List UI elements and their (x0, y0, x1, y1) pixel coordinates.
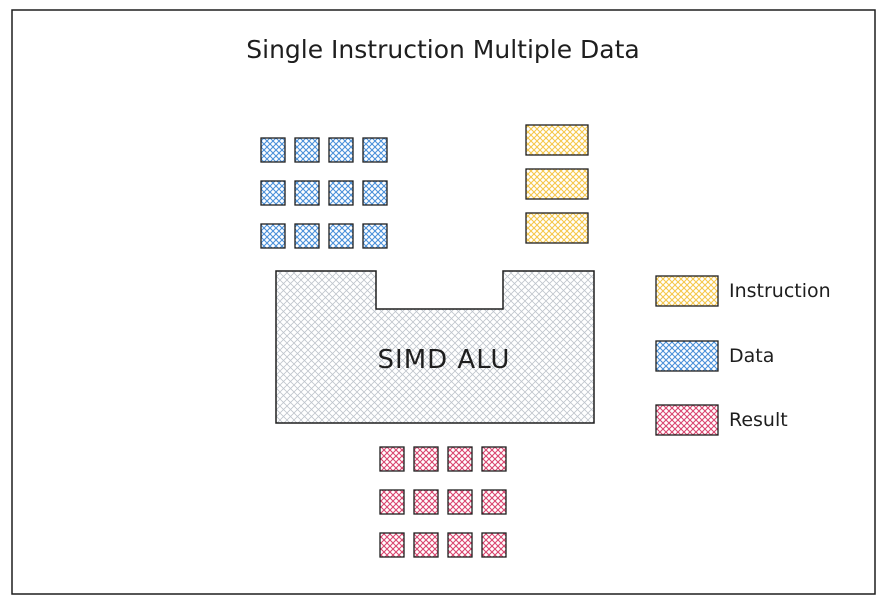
simd-alu-shape (275, 270, 595, 424)
diagram-title: Single Instruction Multiple Data (246, 35, 640, 64)
result-block-r2-c4 (481, 489, 507, 515)
legend-swatch-instruction (655, 275, 719, 307)
data-block-r2-c2 (294, 180, 320, 206)
result-block-r2-c3 (447, 489, 473, 515)
result-block-r3-c3 (447, 532, 473, 558)
data-block-r2-c3 (328, 180, 354, 206)
result-block-r1-c2 (413, 446, 439, 472)
data-grid (260, 137, 388, 249)
simd-alu-block: SIMD ALU (275, 270, 595, 424)
result-block-r2-c1 (379, 489, 405, 515)
data-block-r1-c3 (328, 137, 354, 163)
result-block-r3-c4 (481, 532, 507, 558)
data-block-r1-c4 (362, 137, 388, 163)
data-block-r3-c2 (294, 223, 320, 249)
data-block-r2-c4 (362, 180, 388, 206)
legend-item-instruction: Instruction (655, 275, 831, 307)
diagram-frame (11, 9, 876, 595)
result-block-r2-c2 (413, 489, 439, 515)
instruction-stack (525, 124, 589, 244)
data-block-r3-c1 (260, 223, 286, 249)
instruction-block-1 (525, 124, 589, 156)
legend-swatch-data (655, 340, 719, 372)
data-block-r2-c1 (260, 180, 286, 206)
legend-label-data: Data (729, 345, 774, 367)
data-block-r3-c3 (328, 223, 354, 249)
legend: Instruction Data Result (655, 275, 831, 436)
result-block-r3-c2 (413, 532, 439, 558)
result-block-r1-c1 (379, 446, 405, 472)
data-block-r1-c1 (260, 137, 286, 163)
legend-label-result: Result (729, 409, 788, 431)
data-block-r1-c2 (294, 137, 320, 163)
legend-item-data: Data (655, 340, 774, 372)
legend-item-result: Result (655, 404, 788, 436)
data-block-r3-c4 (362, 223, 388, 249)
instruction-block-3 (525, 212, 589, 244)
result-block-r1-c3 (447, 446, 473, 472)
legend-label-instruction: Instruction (729, 280, 831, 302)
result-block-r3-c1 (379, 532, 405, 558)
result-block-r1-c4 (481, 446, 507, 472)
instruction-block-2 (525, 168, 589, 200)
result-grid (379, 446, 507, 558)
legend-swatch-result (655, 404, 719, 436)
simd-alu-label: SIMD ALU (378, 345, 511, 375)
